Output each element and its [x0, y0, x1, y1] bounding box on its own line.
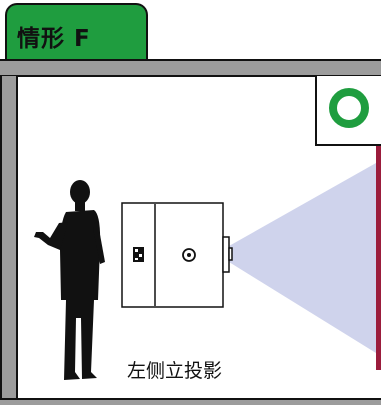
caption-text: 左侧立投影 [127, 360, 223, 382]
person-silhouette [34, 180, 105, 380]
projector-vent-icon [133, 247, 144, 262]
scenario-tab: 情形 F [5, 3, 148, 63]
projector-lens [222, 236, 230, 273]
scenario-title: 情形 F [17, 26, 91, 52]
projection-beam [229, 163, 376, 353]
ceiling-wall [0, 59, 381, 77]
projection-screen [376, 146, 381, 370]
left-wall [0, 76, 18, 405]
ok-circle-icon [329, 88, 369, 128]
status-box [315, 76, 381, 146]
floor [0, 398, 381, 405]
power-button-icon [182, 248, 196, 262]
